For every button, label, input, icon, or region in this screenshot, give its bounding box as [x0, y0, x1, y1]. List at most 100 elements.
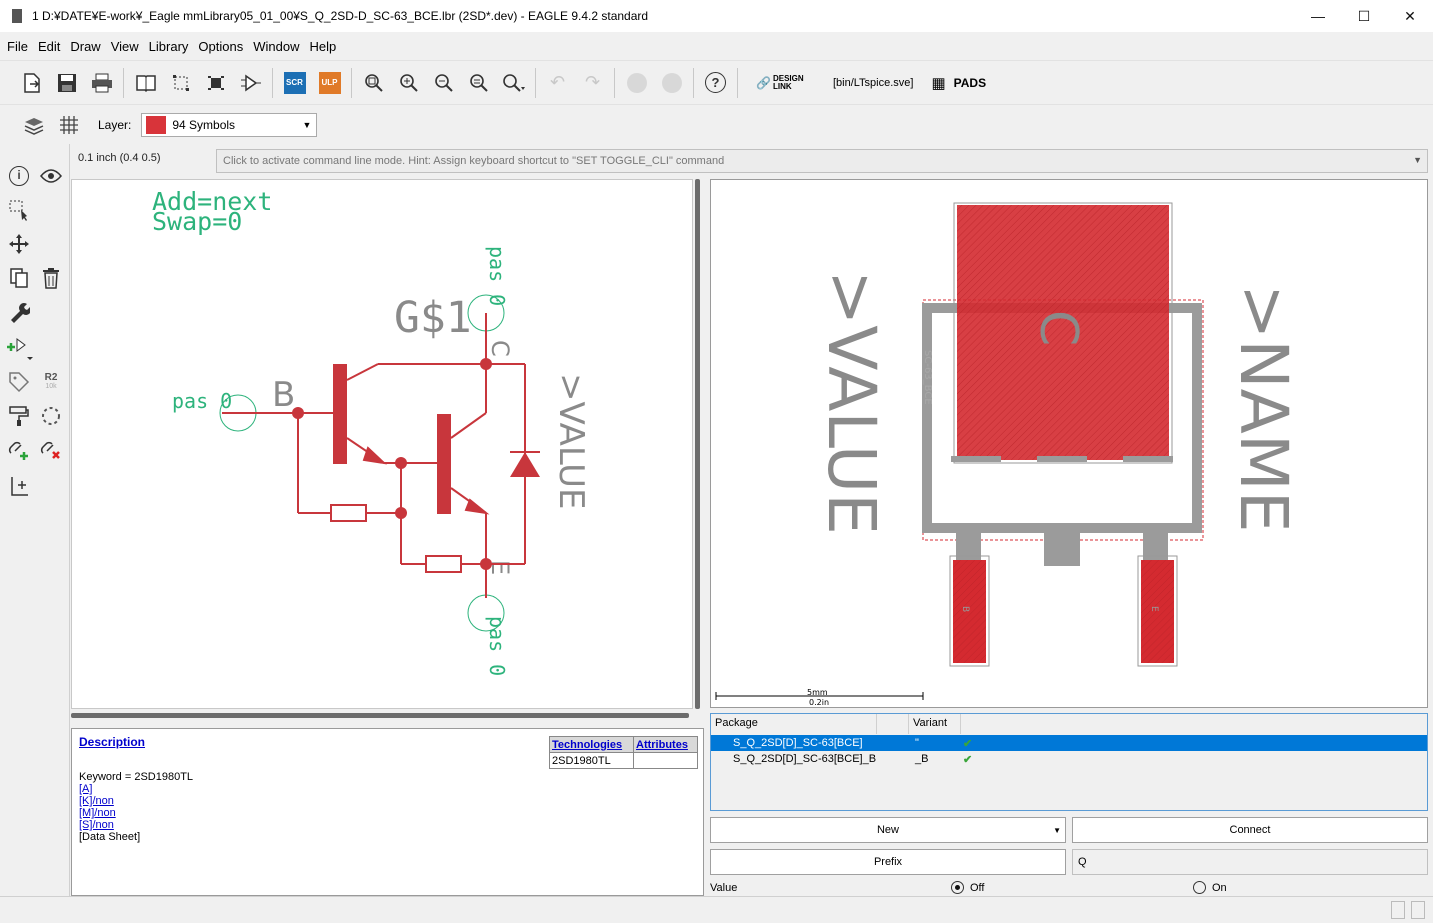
variant-name: _B	[915, 753, 929, 765]
open-icon[interactable]	[14, 65, 49, 100]
maximize-button[interactable]: ☐	[1357, 7, 1371, 24]
pads-button[interactable]: ▦ PADS	[931, 74, 986, 92]
grid-icon[interactable]	[51, 107, 86, 142]
pas-left-label: pas 0	[172, 389, 232, 413]
connect-add-icon[interactable]	[5, 436, 33, 464]
status-bar	[0, 896, 1433, 923]
pin-label-b: B	[272, 375, 295, 415]
save-icon[interactable]	[49, 65, 84, 100]
scroll-thumb[interactable]	[71, 713, 689, 718]
package-icon[interactable]	[163, 65, 198, 100]
ulp-button[interactable]: ULP	[312, 65, 347, 100]
layer-color-swatch	[146, 115, 167, 134]
radio-on-icon[interactable]	[1193, 881, 1206, 894]
zoom-fit-icon[interactable]	[356, 65, 391, 100]
value-icon-sub: 10k	[45, 383, 57, 390]
select-icon[interactable]	[5, 196, 33, 224]
move-icon[interactable]	[5, 230, 33, 258]
menu-help[interactable]: Help	[309, 38, 337, 54]
paint-roller-icon[interactable]	[5, 402, 33, 430]
datasheet-text: [Data Sheet]	[79, 831, 141, 843]
delete-icon[interactable]	[37, 264, 65, 292]
dashed-circle-icon[interactable]	[37, 402, 65, 430]
value-icon[interactable]: R2 10k	[37, 368, 65, 396]
symbol-icon[interactable]	[233, 65, 268, 100]
main-toolbar: SCR ULP ↶ ↷ ? 🔗 DESIGN LINK [bin/LTspice…	[0, 60, 1433, 104]
eye-icon[interactable]	[37, 162, 65, 190]
menu-library[interactable]: Library	[148, 38, 189, 54]
layer-settings-icon[interactable]	[16, 107, 51, 142]
column-blank	[877, 714, 909, 734]
copy-icon[interactable]	[5, 264, 33, 292]
column-package[interactable]: Package	[711, 714, 877, 734]
menu-file[interactable]: File	[7, 38, 28, 54]
attributes-link[interactable]: Attributes	[633, 736, 698, 753]
menu-edit[interactable]: Edit	[37, 38, 61, 54]
symbol-vertical-scrollbar[interactable]	[693, 179, 703, 709]
scroll-thumb[interactable]	[695, 179, 700, 709]
redo-icon[interactable]: ↷	[584, 72, 601, 92]
design-link-button[interactable]: 🔗 DESIGN LINK	[756, 74, 809, 91]
symbol-horizontal-scrollbar[interactable]	[71, 709, 693, 721]
description-link-s[interactable]: [S]/non	[79, 819, 114, 831]
add-part-icon[interactable]	[5, 334, 33, 362]
connect-button[interactable]: Connect	[1072, 817, 1428, 843]
chevron-down-icon[interactable]: ▼	[1413, 155, 1422, 165]
command-line-input[interactable]: Click to activate command line mode. Hin…	[216, 149, 1428, 173]
go-icon[interactable]	[654, 65, 689, 100]
zoom-in-icon[interactable]	[391, 65, 426, 100]
zoom-select-icon[interactable]	[496, 65, 531, 100]
new-button[interactable]: New ▼	[710, 817, 1066, 843]
chevron-down-icon: ▼	[302, 119, 312, 130]
description-link-k[interactable]: [K]/non	[79, 795, 114, 807]
value-on-radio[interactable]: On	[1193, 881, 1227, 894]
radio-off-icon[interactable]	[951, 881, 964, 894]
menu-window[interactable]: Window	[253, 38, 300, 54]
print-icon[interactable]	[84, 65, 119, 100]
swap-text: Swap=0	[152, 207, 242, 236]
wrench-icon[interactable]	[5, 298, 33, 326]
pin-label-c: C	[486, 340, 514, 357]
help-icon[interactable]: ?	[698, 65, 733, 100]
variant-row[interactable]: S_Q_2SD[D]_SC-63[BCE]_B _B ✔	[711, 751, 1427, 767]
chevron-down-icon: ▼	[1053, 825, 1061, 835]
menu-draw[interactable]: Draw	[70, 38, 101, 54]
footprint-icon[interactable]	[198, 65, 233, 100]
close-button[interactable]: ✕	[1404, 7, 1416, 24]
column-variant[interactable]: Variant	[909, 714, 961, 734]
origin-icon[interactable]	[5, 472, 33, 500]
script-button[interactable]: SCR	[277, 65, 312, 100]
package-value-label: >VALUE	[813, 270, 890, 535]
prefix-button[interactable]: Prefix	[710, 849, 1066, 875]
link-icon: 🔗	[756, 75, 771, 90]
package-preview[interactable]: >VALUE >NAME C B E SC-63_BCE	[710, 179, 1428, 708]
pas-top-label: pas 0	[485, 246, 509, 306]
info-icon[interactable]: i	[5, 162, 33, 190]
zoom-redraw-icon[interactable]	[461, 65, 496, 100]
pads-label: PADS	[953, 75, 987, 90]
tag-icon[interactable]	[5, 368, 33, 396]
technologies-link[interactable]: Technologies	[549, 736, 634, 753]
undo-icon[interactable]: ↶	[549, 72, 566, 92]
minimize-button[interactable]: —	[1311, 8, 1325, 24]
library-book-icon[interactable]	[128, 65, 163, 100]
zoom-out-icon[interactable]	[426, 65, 461, 100]
stop-icon[interactable]	[619, 65, 654, 100]
description-link-m[interactable]: [M]/non	[79, 807, 116, 819]
layer-toolbar: Layer: 94 Symbols ▼	[0, 104, 1433, 144]
menu-options[interactable]: Options	[198, 38, 244, 54]
add-text: Add=next	[152, 187, 272, 216]
value-on-label: On	[1212, 881, 1227, 894]
symbol-editor-canvas[interactable]: Add=next Swap=0 G$1 B C E >VALUE pas 0 p…	[71, 179, 693, 709]
variant-row[interactable]: S_Q_2SD[D]_SC-63[BCE] " ✔	[711, 735, 1427, 751]
description-link[interactable]: Description	[79, 735, 146, 749]
window-title: 1 D:¥DATE¥E-work¥_Eagle mmLibrary05_01_0…	[32, 9, 649, 23]
description-link-a[interactable]: [A]	[79, 783, 93, 795]
description-panel: Description Keyword = 2SD1980TL [A] [K]/…	[71, 728, 704, 896]
menu-view[interactable]: View	[110, 38, 139, 54]
layer-select[interactable]: 94 Symbols ▼	[141, 112, 318, 137]
value-off-radio[interactable]: Off	[951, 881, 984, 894]
value-off-label: Off	[970, 881, 985, 894]
connect-remove-icon[interactable]	[37, 436, 65, 464]
ltspice-button[interactable]: [bin/LTspice.sve]	[832, 76, 914, 89]
